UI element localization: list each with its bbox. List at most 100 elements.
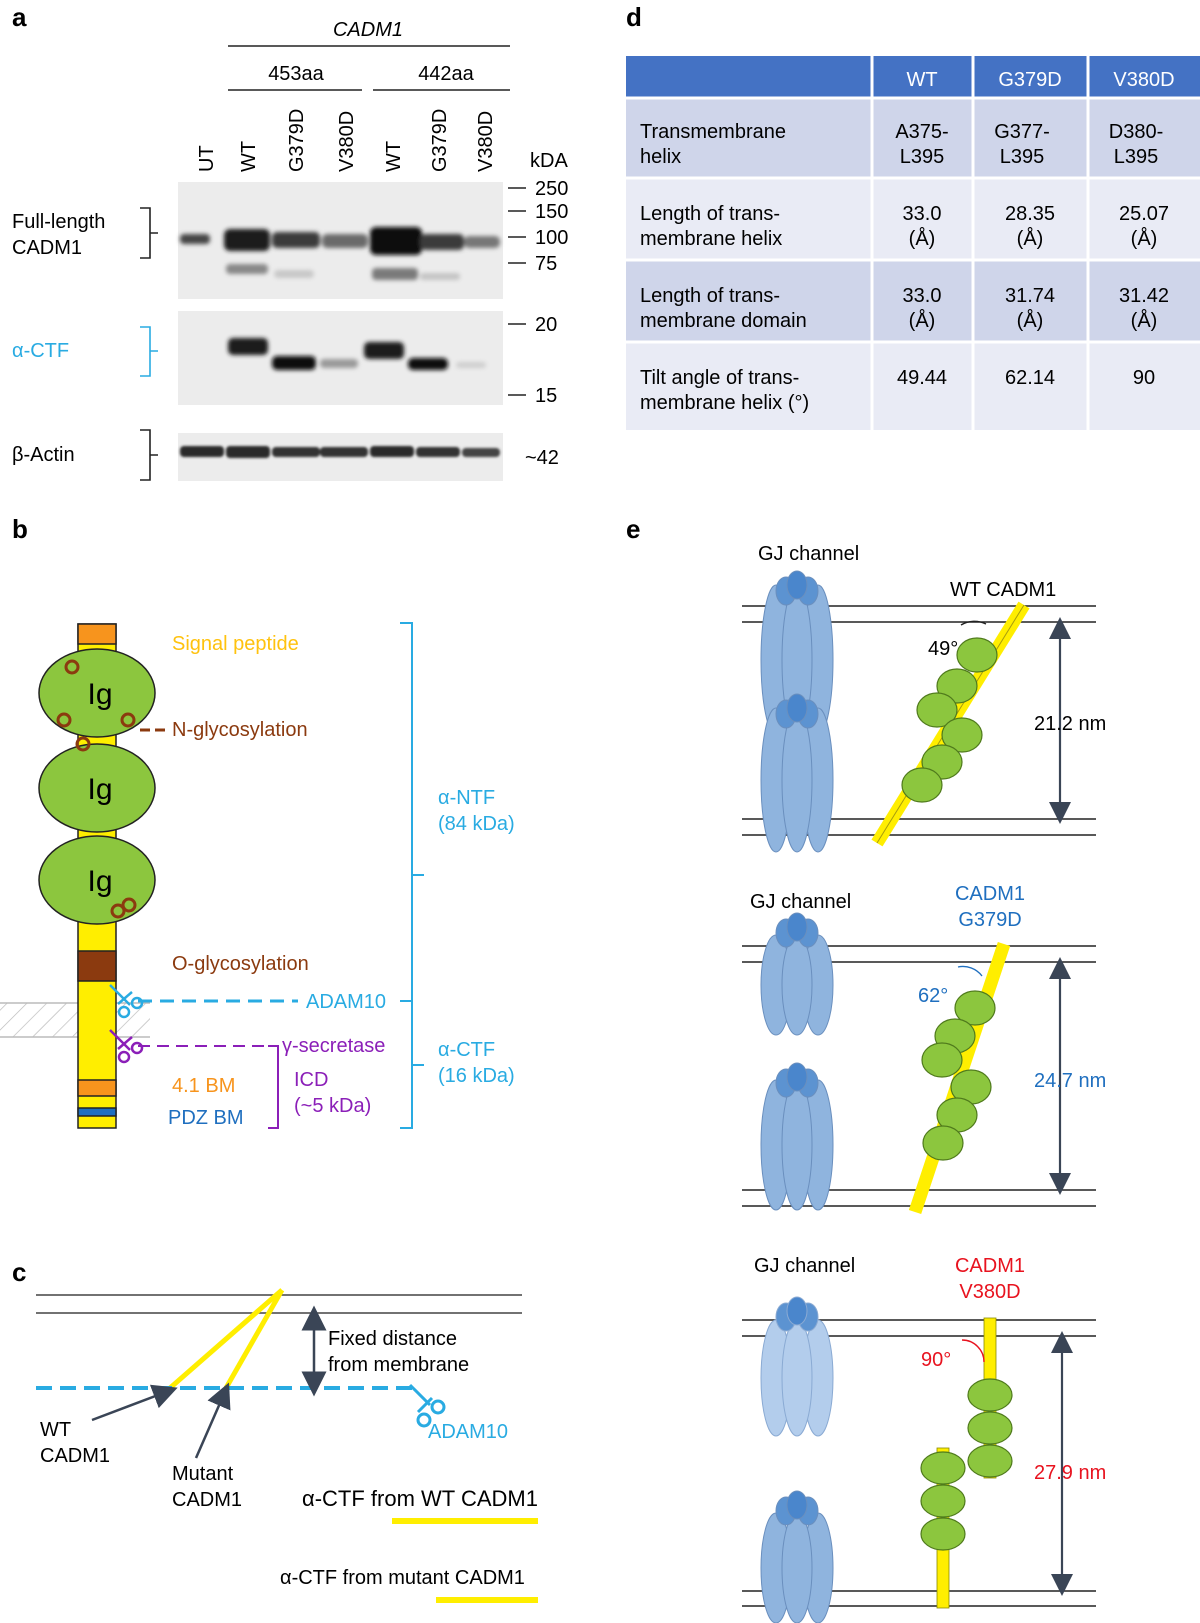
row3-g379d-1: 31.74: [1005, 285, 1055, 307]
g379d-distance-label: 24.7 nm: [1034, 1070, 1106, 1092]
row3-label-1: Length of trans-: [640, 285, 780, 307]
lane-labels: UT WT G379D V380D WT G379D V380D: [196, 109, 497, 172]
pdz-bm-label: PDZ BM: [168, 1107, 244, 1129]
bracket-ctf: [140, 326, 158, 377]
header-g379d: G379D: [998, 69, 1061, 91]
row1-v380d-1: D380-: [1109, 121, 1163, 143]
gamma-scissors-icon: [109, 1029, 144, 1064]
ig-label-3: Ig: [87, 865, 112, 898]
v380d-model: GJ channel CADM1 V380D: [742, 1255, 1106, 1623]
row2-wt-1: 33.0: [903, 203, 942, 225]
glycosylation-sites: [56, 659, 137, 919]
wt-gj-channel-label: GJ channel: [758, 543, 859, 565]
ig-domains: Ig Ig Ig: [38, 648, 156, 925]
panel-a-letter: a: [12, 2, 27, 32]
signal-peptide-label: Signal peptide: [172, 633, 299, 655]
marker-15: 15: [535, 385, 557, 407]
header-wt: WT: [906, 69, 937, 91]
panel-a: a CADM1 453aa 442aa UT WT G379D V380D WT…: [12, 2, 568, 481]
wt-ig-domains: [901, 637, 998, 803]
panel-e-letter: e: [626, 514, 640, 544]
o-glyco-label: O-glycosylation: [172, 953, 309, 975]
icd-bracket: [268, 1045, 279, 1129]
marker-actin: ~42: [525, 447, 559, 469]
wt-title: WT CADM1: [950, 579, 1056, 601]
v380d-angle-arc: [961, 1339, 985, 1363]
kda-header: kDA: [530, 150, 568, 172]
adam10-label-c: ADAM10: [428, 1421, 508, 1443]
row2-wt-2: (Å): [909, 227, 936, 250]
wt-angle-label: 49°: [928, 638, 958, 660]
row3-wt-2: (Å): [909, 309, 936, 332]
data-table: WT G379D V380D Transmembrane helix A375-…: [626, 56, 1200, 430]
isoform-453-label: 453aa: [268, 63, 324, 85]
v380d-distance-label: 27.9 nm: [1034, 1462, 1106, 1484]
row3-v380d-1: 31.42: [1119, 285, 1169, 307]
g379d-model: GJ channel CADM1 G379D: [742, 883, 1106, 1215]
panel-d-letter: d: [626, 2, 642, 32]
v380d-ig-domains: [920, 1378, 1013, 1551]
row3-wt-1: 33.0: [903, 285, 942, 307]
label-actin: β-Actin: [12, 444, 75, 466]
row3-g379d-2: (Å): [1017, 309, 1044, 332]
ntf-ctf-bracket: [400, 622, 413, 1129]
g379d-gj-channel-icon: [760, 912, 834, 1211]
wt-pointer-arrow: [91, 1384, 178, 1422]
marker-250: 250: [535, 178, 568, 200]
lane-label-wt-453: WT: [238, 141, 260, 172]
wt-angle-arc: [960, 620, 987, 626]
bm41-label: 4.1 BM: [172, 1075, 235, 1097]
marker-100: 100: [535, 227, 568, 249]
row1-g379d-1: G377-: [994, 121, 1050, 143]
adam10-scissors-icon-c: [408, 1383, 446, 1428]
isoform-442-label: 442aa: [418, 63, 474, 85]
gamma-secretase-label: γ-secretase: [282, 1035, 385, 1057]
row1-g379d-2: L395: [1000, 146, 1045, 168]
ctf-label-2: (16 kDa): [438, 1065, 515, 1087]
gene-label: CADM1: [333, 19, 403, 41]
legend-wt-ctf: α-CTF from WT CADM1: [302, 1486, 538, 1511]
g379d-ig-domains: [921, 990, 996, 1161]
v380d-angle-label: 90°: [921, 1349, 951, 1371]
row2-g379d-1: 28.35: [1005, 203, 1055, 225]
membrane-hatch: [0, 1003, 150, 1037]
icd-label-1: ICD: [294, 1069, 328, 1091]
g379d-angle-arc: [957, 965, 983, 977]
mutant-label-1: Mutant: [172, 1463, 234, 1485]
row3-v380d-2: (Å): [1131, 309, 1158, 332]
marker-150: 150: [535, 201, 568, 223]
v380d-gj-channel-icon-lower: [760, 1490, 834, 1623]
label-full-length-2: CADM1: [12, 237, 82, 259]
ntf-label-2: (84 kDa): [438, 813, 515, 835]
panel-e: e GJ channel WT CADM1: [626, 514, 1106, 1623]
adam10-scissors-icon: [109, 984, 144, 1019]
row2-label-2: membrane helix: [640, 228, 782, 250]
fixed-distance-label-2: from membrane: [328, 1354, 469, 1376]
row1-v380d-2: L395: [1114, 146, 1159, 168]
blot-actin: [178, 433, 503, 481]
mutant-pointer-arrow: [194, 1382, 231, 1459]
wt-gj-channel-icon: [760, 570, 834, 853]
label-ctf: α-CTF: [12, 340, 69, 362]
g379d-gj-channel-label: GJ channel: [750, 891, 851, 913]
row2-v380d-1: 25.07: [1119, 203, 1169, 225]
g379d-title-1: CADM1: [955, 883, 1025, 905]
marker-75: 75: [535, 253, 557, 275]
v380d-title-1: CADM1: [955, 1255, 1025, 1277]
row2-g379d-2: (Å): [1017, 227, 1044, 250]
row4-label-2: membrane helix (°): [640, 392, 809, 414]
lane-label-v380d-453: V380D: [336, 111, 358, 172]
wt-cadm1-helix: [168, 1288, 284, 1390]
row2-label-1: Length of trans-: [640, 203, 780, 225]
lane-label-g379d-442: G379D: [429, 109, 451, 172]
wt-distance-label: 21.2 nm: [1034, 713, 1106, 735]
fixed-distance-label-1: Fixed distance: [328, 1328, 457, 1350]
panel-b: b Ig Ig Ig: [0, 514, 515, 1129]
panel-c: c ADAM10 Fixed distance from membrane WT…: [12, 1257, 538, 1603]
row2-v380d-2: (Å): [1131, 227, 1158, 250]
label-full-length-1: Full-length: [12, 211, 105, 233]
row4-g379d: 62.14: [1005, 367, 1055, 389]
ig-label-1: Ig: [87, 678, 112, 711]
v380d-gj-channel-icon: [760, 1296, 834, 1437]
